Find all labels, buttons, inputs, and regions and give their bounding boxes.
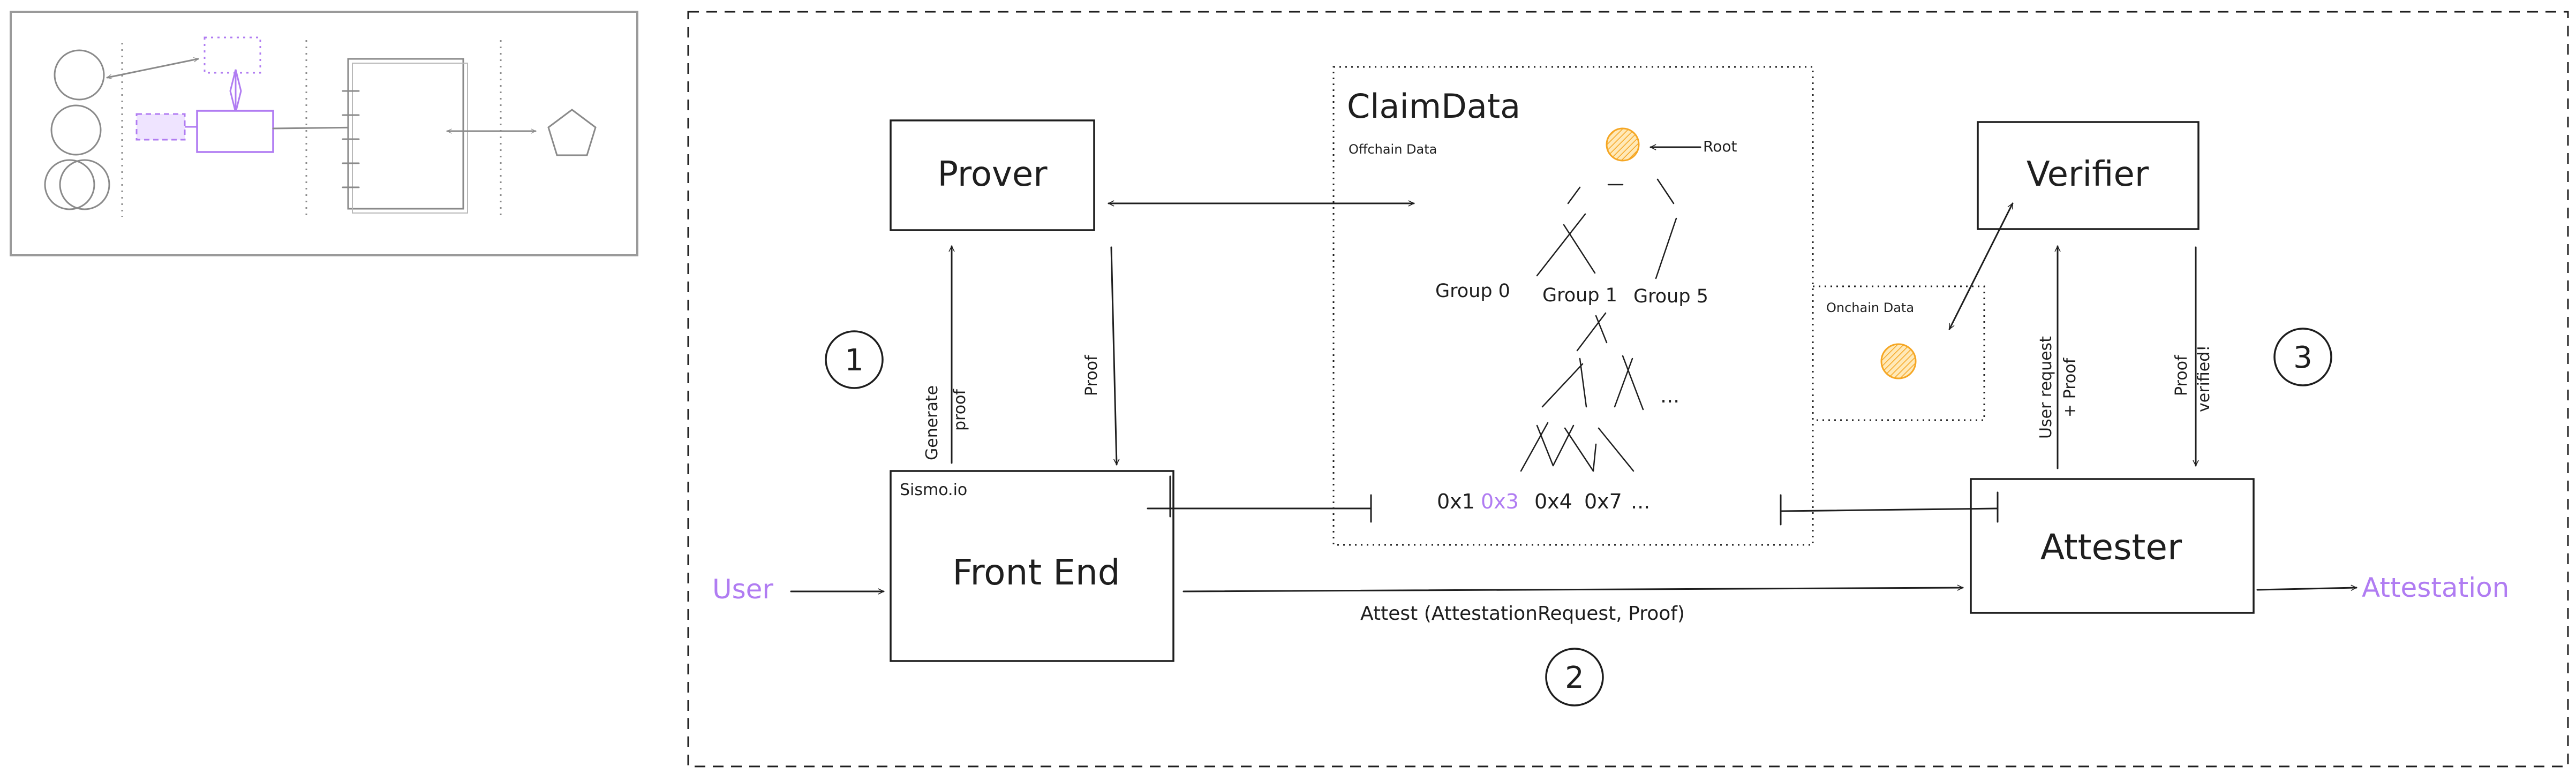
attestation-arrow [2256, 588, 2357, 590]
verifier-onchain-arrow [1948, 202, 2014, 330]
leaf-0x3: 0x3 [1481, 490, 1519, 513]
step-3-label: 3 [2293, 340, 2313, 375]
onchain-root-node [1880, 343, 1917, 379]
proof-text: Proof [1082, 354, 1101, 396]
leaf-ellipsis: ... [1631, 490, 1650, 513]
user-request-text-1: User request [2037, 336, 2055, 439]
onchain-container [1812, 285, 1985, 421]
step-1-label: 1 [845, 343, 864, 378]
generate-proof-text-2: proof [951, 389, 969, 431]
user-label: User [712, 574, 773, 605]
proof-arrow [1110, 246, 1117, 466]
group-5-label: Group 5 [1633, 286, 1708, 307]
attestation-label: Attestation [2362, 572, 2509, 603]
attester-label: Attester [2040, 527, 2182, 568]
proof-verified-text-2: verified! [2195, 345, 2213, 412]
claimdata-container [1332, 66, 1814, 546]
claimdata-title: ClaimData [1347, 87, 1520, 126]
group-1-label: Group 1 [1542, 285, 1617, 306]
verifier-label: Verifier [2027, 155, 2149, 194]
offchain-label: Offchain Data [1349, 142, 1437, 157]
prover-label: Prover [937, 155, 1048, 194]
attest-call-text: Attest (AttestationRequest, Proof) [1360, 603, 1685, 625]
attest-arrow [1182, 588, 1964, 592]
step-3-circle [2273, 328, 2332, 386]
leaf-0x7: 0x7 [1584, 490, 1622, 513]
user-request-text-2: + Proof [2061, 357, 2080, 417]
merkle-tree: Root Group 0 Group 1 Group 5 ... 0x1 0x3… [1435, 127, 1737, 513]
step-1-circle [825, 330, 884, 389]
leaf-0x1: 0x1 [1437, 490, 1475, 513]
overview-thumbnail [10, 11, 638, 256]
step-2-label: 2 [1565, 660, 1584, 695]
main-frame [687, 11, 2569, 768]
onchain-label: Onchain Data [1826, 300, 1914, 315]
front-end-box [890, 470, 1174, 662]
leaf-0x4: 0x4 [1534, 490, 1572, 513]
prover-box [890, 119, 1095, 231]
root-label: Root [1703, 138, 1737, 155]
proof-verified-text-1: Proof [2172, 354, 2191, 396]
claimdata-attester-link [1780, 507, 1999, 512]
front-end-label: Front End [952, 552, 1120, 593]
verifier-box [1977, 121, 2200, 230]
front-end-tag: Sismo.io [900, 481, 967, 499]
root-node [1606, 127, 1640, 162]
tree-ellipsis: ... [1660, 384, 1679, 407]
group-0-label: Group 0 [1435, 280, 1510, 302]
step-2-circle [1545, 648, 1604, 706]
attester-box [1970, 478, 2255, 614]
generate-proof-text-1: Generate [923, 385, 941, 460]
